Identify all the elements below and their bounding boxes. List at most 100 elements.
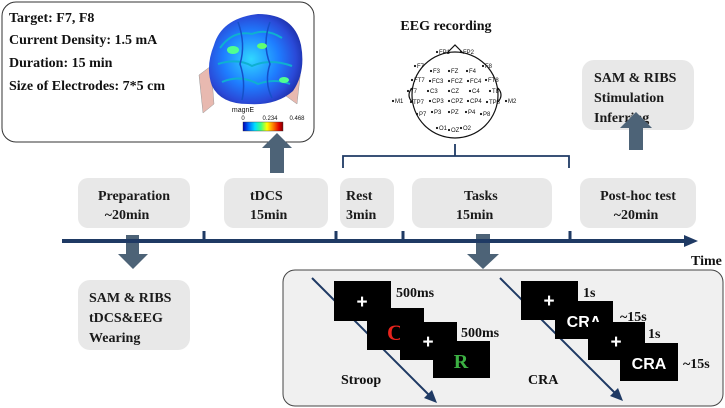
stroop-time-arrowhead xyxy=(424,390,437,403)
arrow-up-outcome xyxy=(620,112,652,150)
eeg-channel-t8: T8 xyxy=(488,89,500,95)
eeg-electrode-dot xyxy=(447,99,451,103)
phase-posthoc-duration: ~20min xyxy=(614,208,659,223)
eeg-channel-label: F4 xyxy=(469,69,477,75)
cra-fixation-cross-1: + xyxy=(543,291,554,312)
eeg-electrode-dot xyxy=(468,89,472,93)
stim-target-text: Target: F7, F8 xyxy=(9,11,94,26)
eeg-channel-p3: P3 xyxy=(430,110,442,116)
arrow-up-tdcs xyxy=(262,133,292,173)
eeg-electrode-dot xyxy=(428,99,432,103)
phase-tasks: Tasks 15min xyxy=(412,178,552,228)
phase-posthoc-name: Post-hoc test xyxy=(600,189,676,204)
eeg-electrode-dot xyxy=(426,89,430,93)
eeg-channel-label: FP2 xyxy=(463,50,475,56)
eeg-electrode-dot xyxy=(447,89,451,93)
eeg-electrode-dot xyxy=(459,50,463,54)
eeg-channel-f7: F7 xyxy=(413,64,425,70)
phase-rest-duration: 3min xyxy=(346,208,377,223)
eeg-channel-cp3: CP3 xyxy=(428,99,444,105)
stroop-fixation-cross-1: + xyxy=(356,292,367,313)
eeg-channel-label: CPZ xyxy=(451,99,463,105)
eeg-electrode-dot xyxy=(428,79,432,83)
stroop-task-label: Stroop xyxy=(341,373,381,388)
eeg-channel-label: FC3 xyxy=(432,79,444,85)
eeg-channel-label: P8 xyxy=(483,112,491,118)
eeg-channel-label: CP4 xyxy=(470,99,482,105)
eeg-channel-fc4: FC4 xyxy=(466,79,482,85)
eeg-channel-label: CZ xyxy=(451,89,459,95)
eeg-electrode-dot xyxy=(465,69,469,73)
eeg-electrode-dot xyxy=(429,69,433,73)
eeg-electrode-dot xyxy=(406,89,410,93)
phase-tdcs-duration: 15min xyxy=(250,208,288,223)
eeg-electrode-dot xyxy=(415,112,419,116)
prep-line-1: SAM & RIBS xyxy=(89,291,172,306)
colorbar-tick-0: 0 xyxy=(241,116,245,122)
eeg-channel-label: O1 xyxy=(439,126,448,132)
eeg-channel-fp1: FP1 xyxy=(435,50,451,56)
eeg-electrode-dot xyxy=(391,99,395,103)
eeg-channel-label: F3 xyxy=(433,69,441,75)
eeg-electrode-dot xyxy=(485,100,489,104)
stroop-duration-2: 500ms xyxy=(461,326,500,341)
eeg-channel-label: CP3 xyxy=(432,99,444,105)
cra-problem-text-2: CRA xyxy=(632,356,667,373)
cra-problem-screen-2 xyxy=(620,343,678,381)
eeg-channel-ft7: FT7 xyxy=(410,78,425,84)
cra-task-label: CRA xyxy=(528,373,559,388)
eeg-electrode-dot xyxy=(447,110,451,114)
eeg-channel-label: P7 xyxy=(419,112,427,118)
eeg-channel-p8: P8 xyxy=(479,112,491,118)
phase-tasks-duration: 15min xyxy=(456,208,494,223)
eeg-channel-fcz: FCZ xyxy=(447,79,463,85)
stroop-stimulus-letter-1: C xyxy=(387,320,403,345)
eeg-electrode-dot xyxy=(488,89,492,93)
eeg-channel-f4: F4 xyxy=(465,69,477,75)
cra-fixation-cross-2: + xyxy=(610,332,621,353)
outcome-line-2: Stimulation xyxy=(594,91,664,106)
phase-tasks-name: Tasks xyxy=(464,189,498,204)
phase-posthoc: Post-hoc test ~20min xyxy=(580,178,696,228)
cra-sequence: + 1s CRA ~15s + 1s CRA ~15s CRA xyxy=(499,277,710,401)
eeg-channel-m2: M2 xyxy=(504,99,517,105)
cra-duration-4: ~15s xyxy=(683,357,710,372)
eeg-channel-o2: O2 xyxy=(459,126,472,132)
eeg-channel-p7: P7 xyxy=(415,112,427,118)
phase-preparation-duration: ~20min xyxy=(105,208,150,223)
eeg-channel-cz: CZ xyxy=(447,89,459,95)
eeg-channel-cp4: CP4 xyxy=(466,99,482,105)
eeg-electrode-dot xyxy=(459,126,463,130)
stroop-stimulus-screen-2 xyxy=(433,341,490,378)
colorbar-tick-max: 0.468 xyxy=(289,116,305,122)
eeg-electrode-dot xyxy=(410,78,414,82)
cra-duration-3: 1s xyxy=(648,327,661,342)
eeg-channel-oz: OZ xyxy=(447,128,460,134)
arrow-down-tasks xyxy=(467,234,499,269)
phase-preparation-name: Preparation xyxy=(98,189,170,204)
eeg-electrode-dot xyxy=(504,99,508,103)
eeg-electrode-dot xyxy=(466,79,470,83)
stroop-duration-1: 500ms xyxy=(396,286,435,301)
eeg-channel-label: TP7 xyxy=(413,100,425,106)
eeg-electrode-dot xyxy=(409,100,413,104)
preparation-details-box: SAM & RIBS tDCS&EEG Wearing xyxy=(78,280,190,350)
eeg-channel-cpz: CPZ xyxy=(447,99,463,105)
eeg-montage-head xyxy=(408,44,502,139)
timeline-label: Time xyxy=(691,254,722,269)
task-paradigm-panel: + 500ms C + 500ms R Stroop + 1s CRA ~15s… xyxy=(282,269,724,407)
eeg-channel-label: C3 xyxy=(430,89,438,95)
stim-electrode-size-text: Size of Electrodes: 7*5 cm xyxy=(9,79,165,94)
eeg-channel-c3: C3 xyxy=(426,89,438,95)
eeg-channel-label: T7 xyxy=(410,89,418,95)
eeg-channel-c4: C4 xyxy=(468,89,480,95)
eeg-channel-label: M2 xyxy=(508,99,517,105)
colorbar xyxy=(242,121,284,132)
eeg-channel-fp2: FP2 xyxy=(459,50,475,56)
eeg-channel-tp7: TP7 xyxy=(409,100,425,106)
eeg-channel-label: FP1 xyxy=(439,50,451,56)
eeg-electrode-dot xyxy=(484,78,488,82)
eeg-electrode-dot xyxy=(447,79,451,83)
eeg-channel-f8: F8 xyxy=(481,64,493,70)
cra-duration-2: ~15s xyxy=(620,310,647,325)
